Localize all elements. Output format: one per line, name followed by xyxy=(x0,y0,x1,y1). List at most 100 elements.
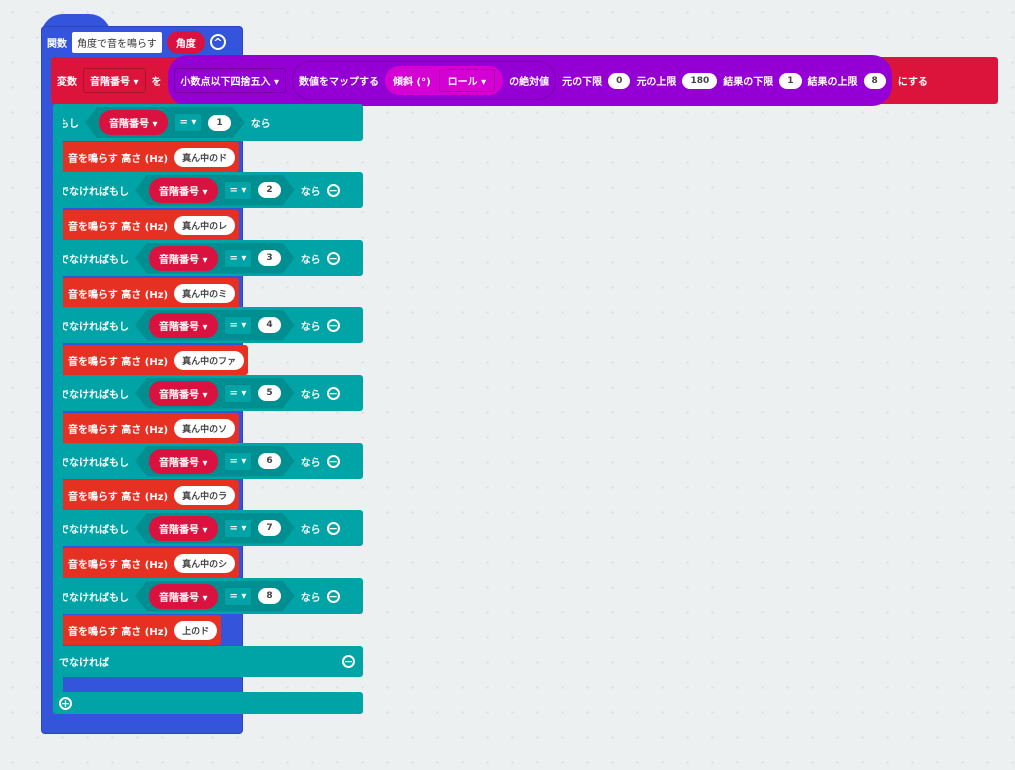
compare-block[interactable]: 音階番号 ▾ = ▾ 4 xyxy=(135,310,295,341)
variable-reporter[interactable]: 音階番号 ▾ xyxy=(149,313,218,338)
from-high-label: 元の上限 xyxy=(636,77,677,88)
variable-reporter[interactable]: 音階番号 ▾ xyxy=(149,516,218,541)
operator: = xyxy=(229,590,238,602)
play-tone-block[interactable]: 音を鳴らす 高さ (Hz) 上のド xyxy=(62,615,222,645)
remove-branch-icon[interactable]: − xyxy=(326,183,340,197)
else-if-row[interactable]: でなければもし 音階番号 ▾ = ▾ 4 なら − xyxy=(53,307,363,343)
play-tone-label: 音を鳴らす 高さ (Hz) xyxy=(68,626,169,638)
remove-branch-icon[interactable]: − xyxy=(326,386,340,400)
remove-branch-icon[interactable]: − xyxy=(326,454,340,468)
variable-name: 音階番号 xyxy=(159,592,199,604)
compare-value-input[interactable]: 2 xyxy=(258,182,280,198)
remove-branch-icon[interactable]: − xyxy=(326,589,340,603)
to-low-input[interactable]: 1 xyxy=(779,72,802,89)
play-tone-block[interactable]: 音を鳴らす 高さ (Hz) 真ん中のレ xyxy=(62,210,240,240)
note-input[interactable]: 真ん中のミ xyxy=(174,283,236,303)
play-tone-block[interactable]: 音を鳴らす 高さ (Hz) 真ん中のファ xyxy=(62,345,249,375)
play-tone-block[interactable]: 音を鳴らす 高さ (Hz) 真ん中のソ xyxy=(62,413,240,443)
variable-reporter[interactable]: 音階番号 ▾ xyxy=(149,449,218,474)
variable-name: 音階番号 xyxy=(159,457,199,469)
variable-reporter[interactable]: 音階番号 ▾ xyxy=(149,178,218,203)
compare-value-input[interactable]: 8 xyxy=(258,588,280,604)
operator-dropdown[interactable]: = ▾ xyxy=(224,316,253,335)
play-tone-block[interactable]: 音を鳴らす 高さ (Hz) 真ん中のシ xyxy=(62,548,240,578)
note-input[interactable]: 真ん中のソ xyxy=(174,418,236,438)
remove-branch-icon[interactable]: − xyxy=(326,521,340,535)
else-if-row[interactable]: でなければもし 音階番号 ▾ = ▾ 2 なら − xyxy=(53,172,363,208)
operator-dropdown[interactable]: = ▾ xyxy=(224,249,253,268)
round-block[interactable]: 小数点以下四捨五入 ▾ 数値をマップする 傾斜 (°) ロール ▾ の絶対値 元… xyxy=(167,55,892,106)
operator: = xyxy=(229,184,238,196)
elseif-label: でなければもし xyxy=(59,524,129,536)
set-variable-block[interactable]: 変数 音階番号 ▾ を 小数点以下四捨五入 ▾ 数値をマップする 傾斜 (°) … xyxy=(51,55,998,106)
compare-value-input[interactable]: 6 xyxy=(258,453,280,469)
else-if-row[interactable]: でなければもし 音階番号 ▾ = ▾ 6 なら − xyxy=(53,443,363,479)
else-if-row[interactable]: でなければもし 音階番号 ▾ = ▾ 3 なら − xyxy=(53,240,363,276)
variable-name: 音階番号 xyxy=(159,186,199,198)
variable-reporter[interactable]: 音階番号 ▾ xyxy=(149,381,218,406)
function-name-input[interactable]: 角度で音を鳴らす xyxy=(72,31,162,53)
else-row[interactable]: でなければ − xyxy=(53,646,363,677)
if-row[interactable]: もし 音階番号 ▾ = ▾ 1 なら xyxy=(53,104,363,141)
note-input[interactable]: 真ん中のド xyxy=(174,147,236,167)
operator-dropdown[interactable]: = ▾ xyxy=(224,519,253,538)
play-tone-block[interactable]: 音を鳴らす 高さ (Hz) 真ん中のミ xyxy=(62,278,240,308)
play-tone-label: 音を鳴らす 高さ (Hz) xyxy=(68,356,169,368)
param-角度[interactable]: 角度 xyxy=(166,30,205,54)
variable-reporter[interactable]: 音階番号 ▾ xyxy=(149,246,218,271)
from-low-label: 元の下限 xyxy=(562,77,603,88)
note-input[interactable]: 上のド xyxy=(174,620,218,640)
variable-reporter[interactable]: 音階番号 ▾ xyxy=(149,584,218,609)
note-input[interactable]: 真ん中のシ xyxy=(174,553,236,573)
operator-dropdown[interactable]: = ▾ xyxy=(174,113,203,132)
axis-label: ロール xyxy=(447,77,478,88)
operator: = xyxy=(229,455,238,467)
compare-value-input[interactable]: 5 xyxy=(258,385,280,401)
compare-value-input[interactable]: 7 xyxy=(258,520,280,536)
play-tone-block[interactable]: 音を鳴らす 高さ (Hz) 真ん中のド xyxy=(62,142,240,172)
round-dropdown[interactable]: 小数点以下四捨五入 ▾ xyxy=(173,68,287,93)
from-high-input[interactable]: 180 xyxy=(682,72,718,89)
else-if-row[interactable]: でなければもし 音階番号 ▾ = ▾ 5 なら − xyxy=(53,375,363,411)
compare-block[interactable]: 音階番号 ▾ = ▾ 7 xyxy=(135,513,295,544)
note-input[interactable]: 真ん中のファ xyxy=(174,350,245,370)
note-input[interactable]: 真ん中のレ xyxy=(174,215,236,235)
axis-dropdown[interactable]: ロール ▾ xyxy=(438,69,496,92)
note-input[interactable]: 真ん中のラ xyxy=(174,485,236,505)
remove-branch-icon[interactable]: − xyxy=(326,318,340,332)
compare-block[interactable]: 音階番号 ▾ = ▾ 3 xyxy=(135,243,295,274)
function-keyword: 関数 xyxy=(47,38,67,50)
compare-block[interactable]: 音階番号 ▾ = ▾ 8 xyxy=(135,581,295,612)
operator-dropdown[interactable]: = ▾ xyxy=(224,452,253,471)
variable-dropdown[interactable]: 音階番号 ▾ xyxy=(83,68,146,93)
operator: = xyxy=(179,117,188,128)
variable-reporter[interactable]: 音階番号 ▾ xyxy=(99,110,168,135)
abs-label: の絶対値 xyxy=(509,77,550,88)
compare-value-input[interactable]: 1 xyxy=(208,115,230,131)
operator: = xyxy=(229,387,238,399)
from-low-input[interactable]: 0 xyxy=(608,72,631,89)
to-high-input[interactable]: 8 xyxy=(863,72,886,89)
compare-block[interactable]: 音階番号 ▾ = ▾ 5 xyxy=(135,378,295,409)
else-if-row[interactable]: でなければもし 音階番号 ▾ = ▾ 8 なら − xyxy=(53,578,363,614)
compare-block[interactable]: 音階番号 ▾ = ▾ 6 xyxy=(135,446,295,477)
compare-block[interactable]: 音階番号 ▾ = ▾ 2 xyxy=(135,175,295,206)
operator-dropdown[interactable]: = ▾ xyxy=(224,384,253,403)
variable-name: 音階番号 xyxy=(159,254,199,266)
compare-block[interactable]: 音階番号 ▾ = ▾ 1 xyxy=(85,107,245,138)
chevron-up-icon[interactable]: ^ xyxy=(209,34,226,50)
map-block[interactable]: 数値をマップする 傾斜 (°) ロール ▾ の絶対値 xyxy=(292,61,557,100)
compare-value-input[interactable]: 4 xyxy=(258,317,280,333)
operator-dropdown[interactable]: = ▾ xyxy=(224,181,253,200)
remove-branch-icon[interactable]: − xyxy=(326,251,340,265)
else-if-row[interactable]: でなければもし 音階番号 ▾ = ▾ 7 なら − xyxy=(53,510,363,546)
compare-value-input[interactable]: 3 xyxy=(258,250,280,266)
play-tone-label: 音を鳴らす 高さ (Hz) xyxy=(68,153,169,165)
add-branch-icon[interactable]: + xyxy=(59,696,72,710)
to-low-label: 結果の下限 xyxy=(723,77,774,88)
round-label: 小数点以下四捨五入 xyxy=(180,77,271,88)
operator-dropdown[interactable]: = ▾ xyxy=(224,587,253,606)
play-tone-block[interactable]: 音を鳴らす 高さ (Hz) 真ん中のラ xyxy=(62,480,240,510)
tilt-block[interactable]: 傾斜 (°) ロール ▾ xyxy=(385,66,504,95)
remove-else-icon[interactable]: − xyxy=(342,655,355,668)
